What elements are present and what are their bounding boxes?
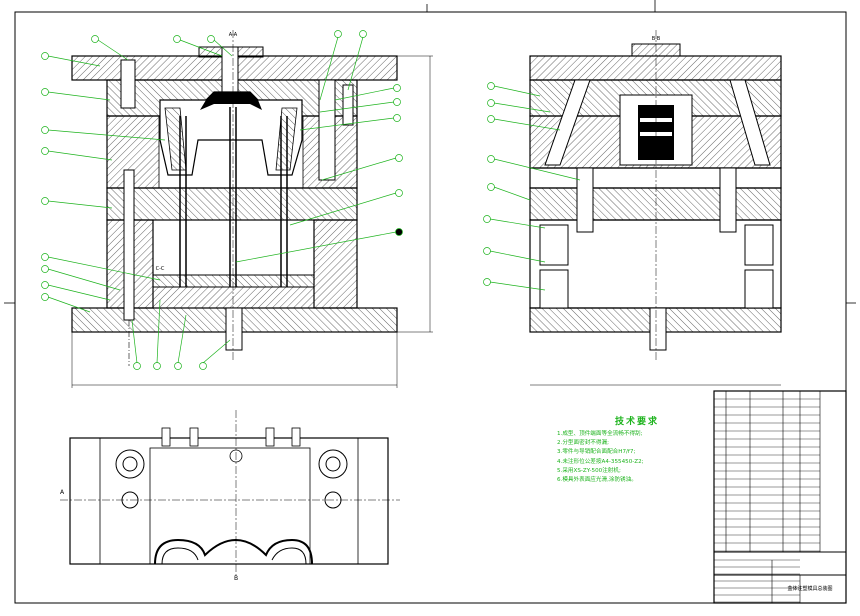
title-block bbox=[713, 390, 847, 604]
section-label-front: A-A bbox=[229, 32, 238, 38]
tech-req-item: 3.零件与导销配合面配合H7/f7; bbox=[557, 449, 636, 456]
side-section-view: B-B bbox=[529, 30, 782, 386]
drawing-border bbox=[14, 11, 847, 604]
front-view-callouts bbox=[41, 30, 403, 370]
side-view-callouts bbox=[483, 82, 581, 291]
front-section-view: A-A C-C bbox=[71, 30, 433, 388]
tech-req-item: 1.成型、顶件端面等全流畅不得刮; bbox=[557, 431, 643, 437]
tech-req-item: 4.未注形位公差按A4-355450-Z2; bbox=[557, 458, 644, 465]
tech-req-item: 6.模具外表面应光滑,涂防锈油。 bbox=[557, 477, 637, 484]
tech-req-item: 5.采用XS-ZY-500注射机; bbox=[557, 467, 621, 474]
technical-requirements: 技术要求 1.成型、顶件端面等全流畅不得刮; 2.分型面密封不得漏; 3.零件与… bbox=[557, 414, 717, 485]
drawing-title: 盒体注塑模具总装图 bbox=[787, 585, 832, 592]
section-label-side: B-B bbox=[652, 36, 661, 42]
plan-section-b: B bbox=[234, 575, 238, 582]
tech-req-title: 技术要求 bbox=[614, 417, 659, 427]
title-block-rows bbox=[714, 398, 820, 603]
section-label-detail: C-C bbox=[156, 266, 165, 272]
plan-view: A B bbox=[60, 410, 400, 582]
plan-section-a: A bbox=[60, 489, 65, 496]
tech-req-item: 2.分型面密封不得漏; bbox=[557, 440, 609, 447]
